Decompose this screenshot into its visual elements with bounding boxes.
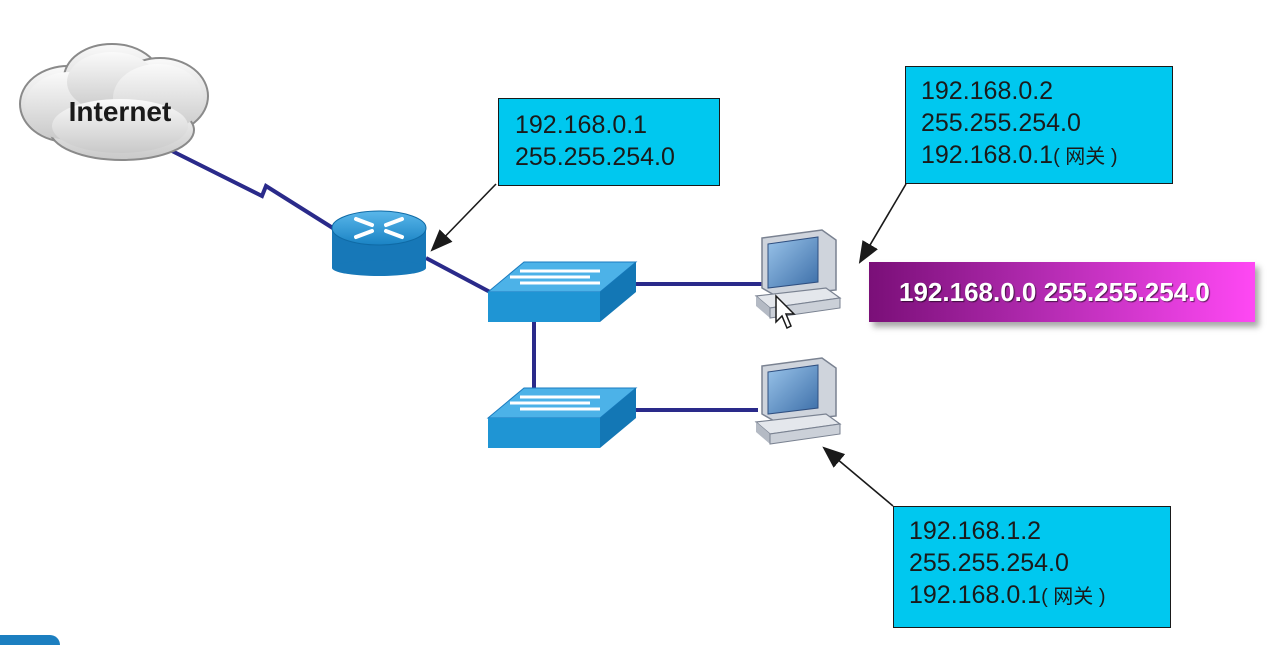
router-ip: 192.168.0.1 — [515, 111, 648, 139]
switch-icon — [486, 387, 638, 448]
desktop-computer-icon — [754, 357, 842, 445]
pc1-ip-box: 192.168.0.2 255.255.254.0 192.168.0.1( 网… — [905, 66, 1173, 184]
router-icon — [331, 210, 427, 276]
pc1-mask: 255.255.254.0 — [921, 109, 1081, 137]
pc2-ip: 192.168.1.2 — [909, 517, 1042, 545]
pc2-mask: 255.255.254.0 — [909, 549, 1069, 577]
router-ip-box: 192.168.0.1 255.255.254.0 — [498, 98, 720, 186]
pc2-gateway: 192.168.0.1 — [909, 581, 1042, 609]
annotation-arrows — [430, 183, 907, 507]
subnet-banner: 192.168.0.0 255.255.254.0 — [869, 262, 1255, 322]
cloud-icon: Internet — [19, 43, 209, 161]
switch-icon — [486, 261, 638, 322]
desktop-computer-icon — [754, 229, 842, 319]
slide-corner-accent — [0, 635, 60, 645]
pc2-gateway-line: 192.168.0.1( 网关 ) — [909, 579, 1170, 613]
arrow-router — [430, 183, 497, 252]
pc2-gateway-note: ( 网关 ) — [1041, 586, 1106, 608]
arrow-pc2 — [822, 446, 894, 507]
pc2-ip-box: 192.168.1.2 255.255.254.0 192.168.0.1( 网… — [893, 506, 1171, 628]
pc1-gateway-line: 192.168.0.1( 网关 ) — [921, 139, 1172, 173]
router-mask: 255.255.254.0 — [515, 143, 675, 171]
pc1-ip: 192.168.0.2 — [921, 77, 1054, 105]
router-switch-link — [425, 256, 491, 294]
mouse-cursor-icon — [775, 294, 796, 330]
link-lines — [169, 148, 762, 412]
pc1-gateway-note: ( 网关 ) — [1053, 146, 1118, 168]
arrow-pc1 — [858, 183, 907, 264]
wan-link — [169, 148, 338, 232]
pc1-gateway: 192.168.0.1 — [921, 141, 1054, 169]
cloud-label: Internet — [69, 96, 172, 127]
